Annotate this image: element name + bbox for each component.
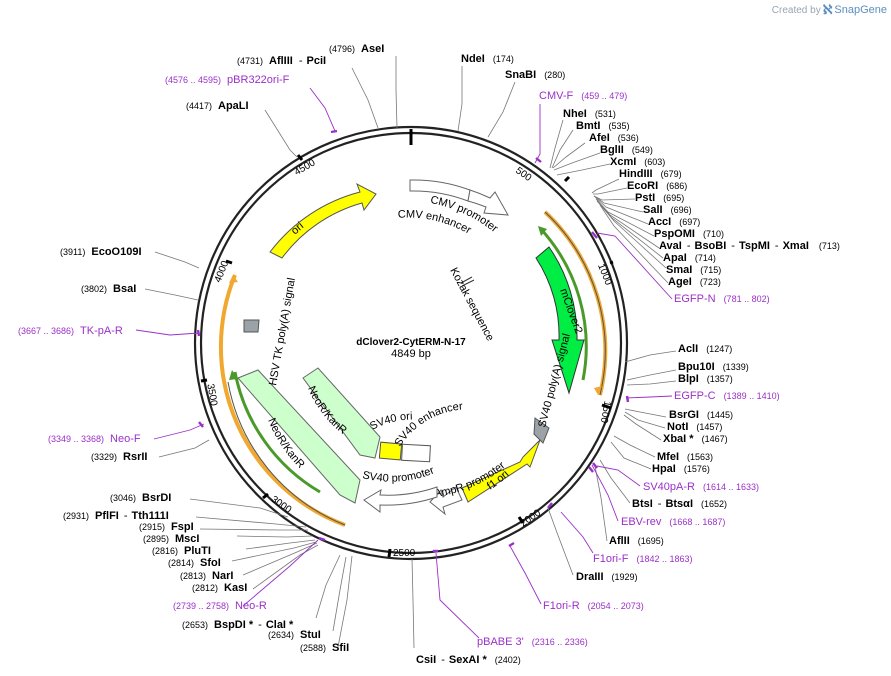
- primer-label-tk-pa-r[interactable]: (3667 .. 3686)TK-pA-R: [18, 325, 123, 337]
- site-label-sfoi[interactable]: (2814)SfoI: [168, 557, 221, 569]
- feature-ori[interactable]: ori: [269, 182, 377, 259]
- primer-label-ebv-rev[interactable]: EBV-rev(1668 .. 1687): [621, 516, 725, 528]
- plasmid-length: 4849 bp: [391, 348, 431, 360]
- site-label-psti[interactable]: PstI(695): [635, 192, 684, 204]
- primer-markers: [196, 129, 630, 553]
- tick-label-4000: 4000: [213, 259, 232, 284]
- primer-label-f1ori-r[interactable]: F1ori-R(2054 .. 2073): [543, 600, 644, 612]
- site-label-apai[interactable]: ApaI(714): [663, 252, 716, 264]
- site-label-afliii[interactable]: (4731)AflIII-PciI: [237, 55, 326, 67]
- neor-orf-arc: [218, 274, 346, 527]
- site-label-nari[interactable]: (2813)NarI: [180, 570, 233, 582]
- feature-hsv-tk-polya[interactable]: HSV TK poly(A) signal: [243, 277, 298, 387]
- sv40-enhancer-label: SV40 enhancer: [392, 400, 463, 448]
- site-label-snabi[interactable]: SnaBI(280): [505, 69, 565, 81]
- site-label-acli[interactable]: AclI(1247): [678, 343, 732, 355]
- primer-leader-lines: [135, 87, 673, 639]
- tick-label-2500: 2500: [393, 548, 416, 559]
- site-label-btsi[interactable]: BtsI-BtsαI(1652): [632, 498, 727, 510]
- site-label-bglii[interactable]: BglII(549): [600, 144, 653, 156]
- snapgene-branding: Created by ℵ SnapGene: [772, 2, 887, 18]
- tick-marks: [200, 154, 614, 558]
- site-label-bmti[interactable]: BmtI(535): [576, 120, 629, 132]
- site-label-aflii[interactable]: AflII(1695): [609, 535, 664, 547]
- site-label-smai[interactable]: SmaI(715): [666, 264, 721, 276]
- site-label-ecori[interactable]: EcoRI(686): [627, 180, 687, 192]
- site-label-avai-group[interactable]: AvaI-BsoBI-TspMI-XmaI(713): [659, 240, 840, 252]
- mclover2-orf-green-arc: [538, 226, 588, 381]
- site-label-draiii[interactable]: DraIII(1929): [576, 571, 638, 583]
- site-label-msci[interactable]: (2895)MscI: [143, 533, 199, 545]
- backbone: [193, 125, 629, 561]
- site-label-pflfi[interactable]: (2931)PflFI-Tth111I: [63, 510, 169, 522]
- site-label-noti[interactable]: NotI(1457): [667, 421, 722, 433]
- neor-orf-green-arc: [233, 371, 321, 494]
- site-label-acci[interactable]: AccI(697): [648, 216, 700, 228]
- tick-label-500: 500: [513, 165, 533, 184]
- created-by-text: Created by: [771, 4, 821, 16]
- primer-label-pbr322ori-f[interactable]: (4576 .. 4595)pBR322ori-F: [165, 74, 290, 86]
- site-label-apali[interactable]: (4417)ApaLI: [186, 100, 249, 112]
- site-label-rsrii[interactable]: (3329)RsrII: [91, 451, 147, 463]
- plasmid-name: dClover2-CytERM-N-17: [356, 337, 466, 348]
- site-label-bspdi[interactable]: (2653)BspDI *-ClaI *: [182, 619, 294, 631]
- site-label-agei[interactable]: AgeI(723): [668, 276, 721, 288]
- site-label-pluti[interactable]: (2816)PluTI: [152, 545, 211, 557]
- feature-sv40-promoter[interactable]: SV40 promoter: [361, 464, 438, 513]
- site-label-mfei[interactable]: MfeI(1563): [657, 451, 713, 463]
- site-label-sali[interactable]: SalI(696): [643, 204, 692, 216]
- snapgene-wordmark: SnapGene: [834, 4, 887, 16]
- site-label-xbai[interactable]: XbaI *(1467): [663, 433, 728, 445]
- site-label-bpu10i[interactable]: Bpu10I(1339): [678, 361, 749, 373]
- tick-label-3000: 3000: [269, 494, 294, 516]
- site-label-pspomi[interactable]: PspOMI(710): [654, 228, 724, 240]
- snapgene-logo-icon: ℵ: [822, 2, 833, 17]
- tick-label-1500: 1500: [598, 400, 613, 424]
- site-label-kasi[interactable]: (2812)KasI: [192, 582, 247, 594]
- primer-label-egfp-n[interactable]: EGFP-N(781 .. 802): [674, 293, 770, 305]
- site-label-nhei[interactable]: NheI(531): [563, 108, 616, 120]
- site-label-csii[interactable]: CsiI-SexAI *(2402): [416, 654, 521, 666]
- site-label-stui[interactable]: (2634)StuI: [268, 629, 321, 641]
- primer-label-neo-f[interactable]: (3349 .. 3368)Neo-F: [48, 433, 141, 445]
- feature-sv40-enhancer[interactable]: SV40 enhancer: [392, 400, 463, 463]
- site-label-asei[interactable]: (4796)AseI: [329, 43, 384, 55]
- primer-label-sv40pa-r[interactable]: SV40pA-R(1614 .. 1633): [643, 481, 759, 493]
- tick-label-3500: 3500: [204, 383, 219, 407]
- primer-label-egfp-c[interactable]: EGFP-C(1389 .. 1410): [674, 390, 780, 402]
- hsv-tk-polya-label: HSV TK poly(A) signal: [267, 277, 298, 387]
- site-label-sfii[interactable]: (2588)SfiI: [300, 642, 349, 654]
- primer-label-cmv-f[interactable]: CMV-F(459 .. 479): [539, 90, 627, 102]
- feature-kozak[interactable]: Kozak sequence: [447, 266, 496, 343]
- site-label-hindiii[interactable]: HindIII(679): [619, 168, 682, 180]
- orf-arcs: [218, 210, 608, 527]
- sv40-promoter-label: SV40 promoter: [361, 464, 436, 484]
- primer-label-f1ori-f[interactable]: F1ori-F(1842 .. 1863): [593, 553, 693, 565]
- site-label-hpai[interactable]: HpaI(1576): [652, 463, 710, 475]
- tick-label-1000: 1000: [595, 262, 614, 287]
- site-label-afei[interactable]: AfeI(536): [589, 132, 639, 144]
- site-label-blpi[interactable]: BlpI(1357): [678, 373, 733, 385]
- site-label-bsai[interactable]: (3802)BsaI: [81, 283, 136, 295]
- primer-label-neo-r[interactable]: (2739 .. 2758)Neo-R: [173, 600, 267, 612]
- site-label-bsrdi[interactable]: (3046)BsrDI: [110, 492, 171, 504]
- primer-label-pbabe3[interactable]: pBABE 3'(2316 .. 2336): [477, 636, 588, 648]
- tick-label-2000: 2000: [518, 507, 543, 529]
- site-label-fspi[interactable]: (2915)FspI: [139, 521, 194, 533]
- site-label-bsrgi[interactable]: BsrGI(1445): [669, 409, 733, 421]
- site-label-ecoo109i[interactable]: (3911)EcoO109I: [60, 246, 142, 258]
- feature-neor-outer[interactable]: NeoR/KanR: [237, 369, 361, 504]
- site-leader-lines: [144, 56, 677, 649]
- site-label-xcmi[interactable]: XcmI(603): [610, 156, 665, 168]
- site-label-ndei[interactable]: NdeI(174): [461, 53, 514, 65]
